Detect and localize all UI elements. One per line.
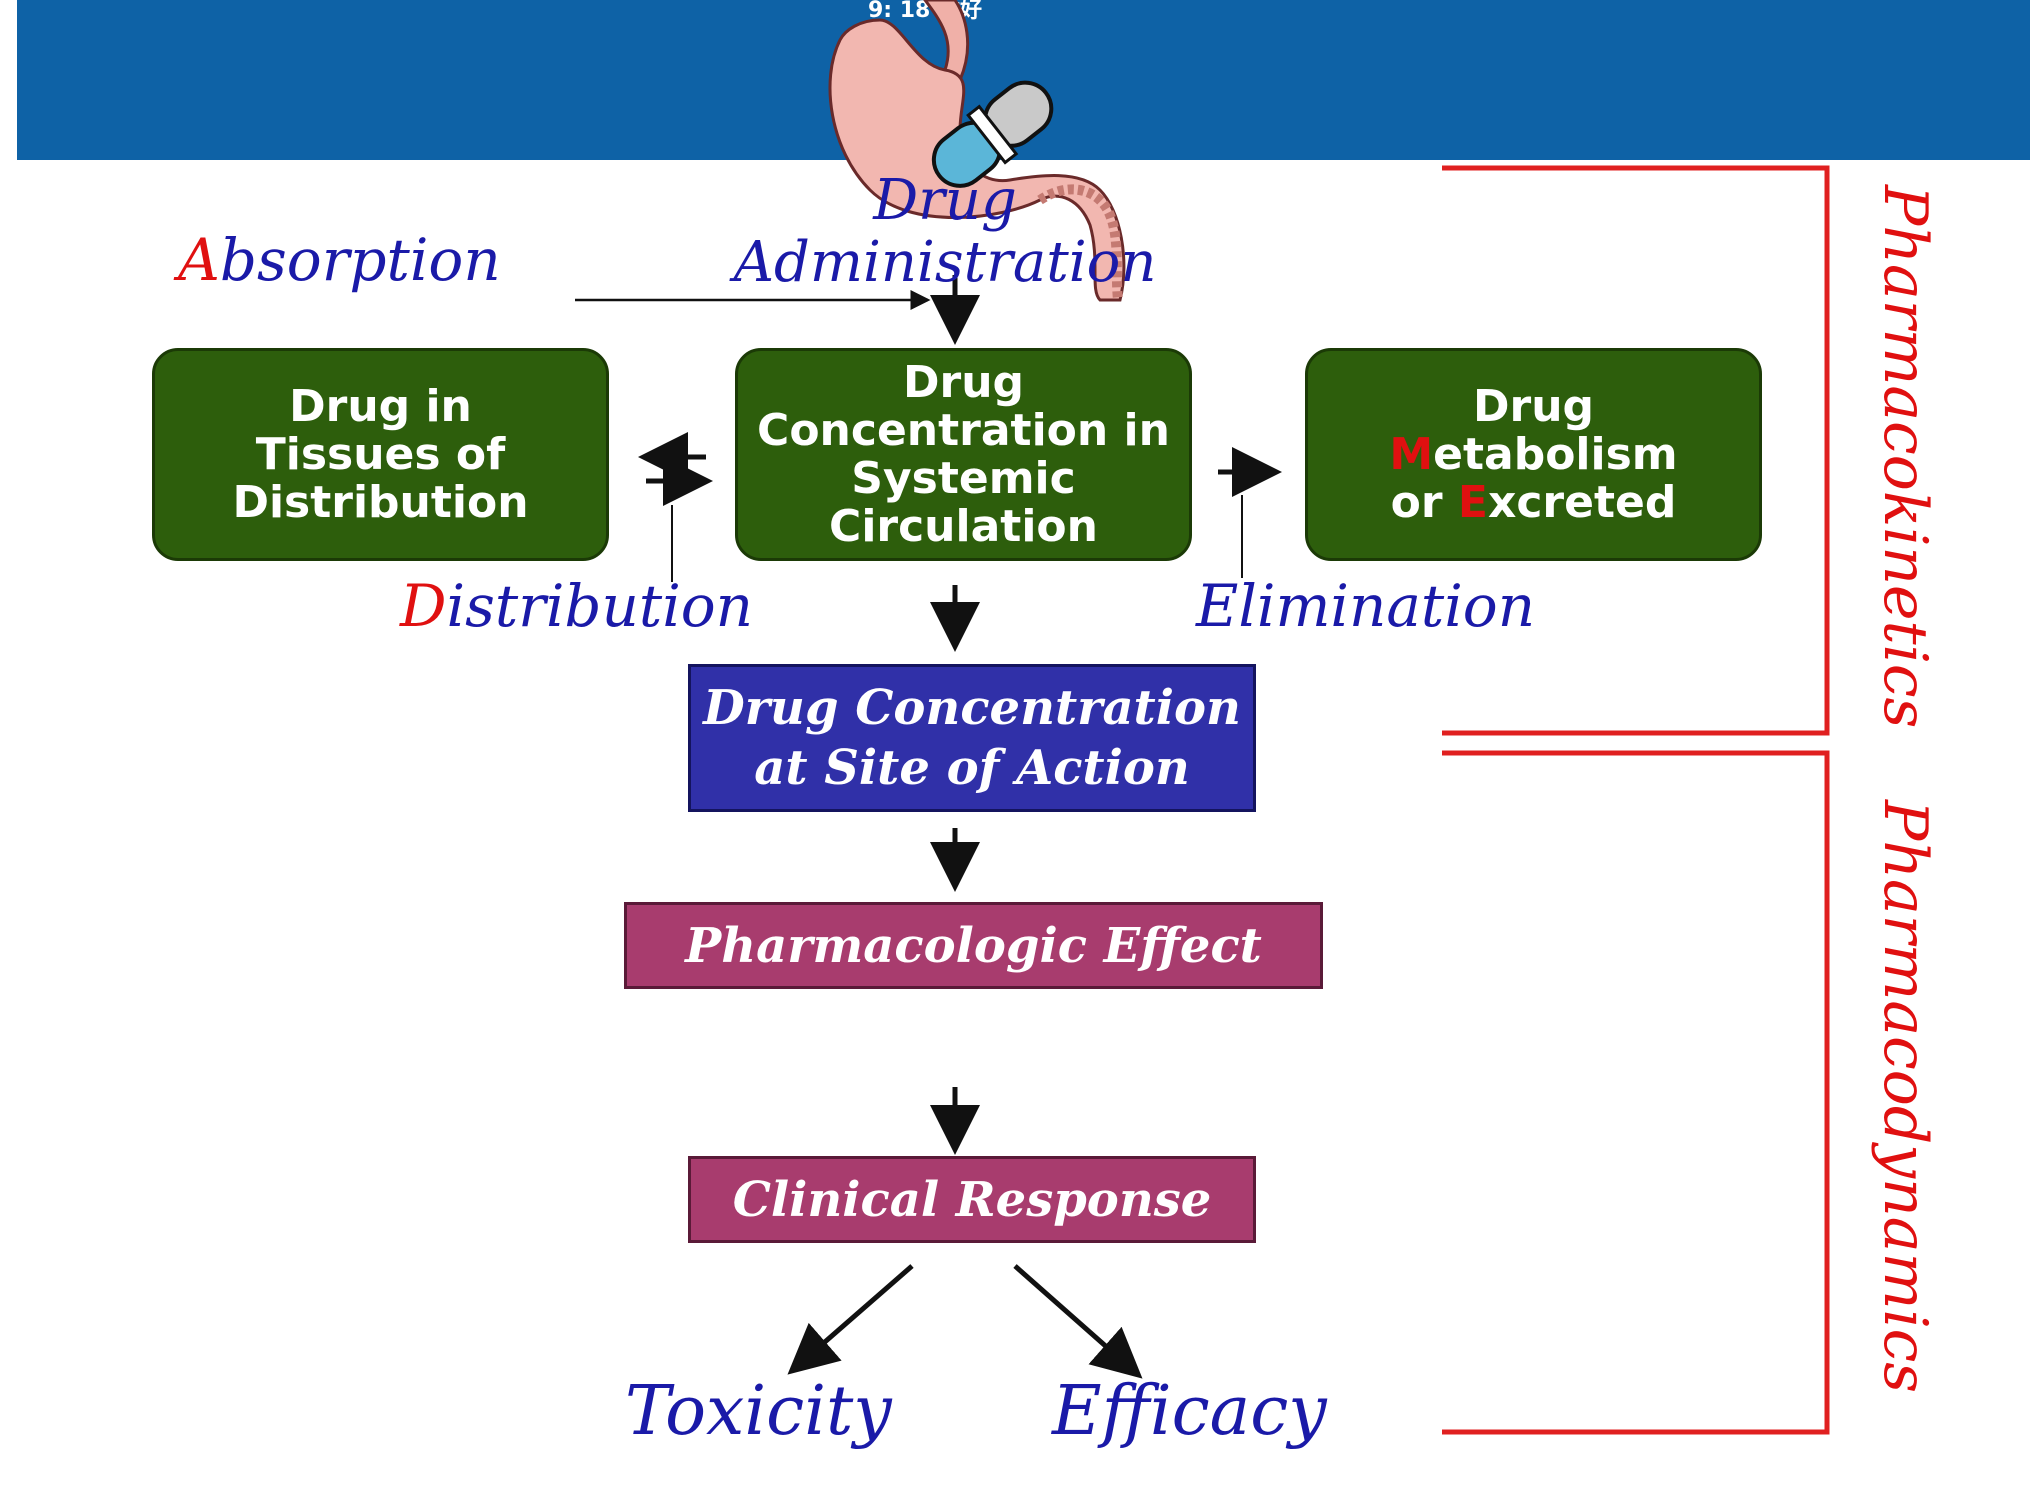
pharmacologic-effect-box: Pharmacologic Effect xyxy=(624,902,1323,989)
pharmacokinetics-bracket xyxy=(1442,165,1830,736)
site-of-action-box: Drug Concentration at Site of Action xyxy=(688,664,1256,812)
pharmacokinetics-label: Pharmacokinetics xyxy=(1870,185,1940,729)
systemic-circulation-box: Drug Concentration in Systemic Circulati… xyxy=(735,348,1192,561)
tissues-distribution-box: Drug in Tissues of Distribution xyxy=(152,348,609,561)
elimination-label: Elimination xyxy=(1196,572,1536,640)
metabolism-excreted-box: Drug Metabolism or Excreted xyxy=(1305,348,1762,561)
pharmacodynamics-bracket xyxy=(1442,750,1830,1435)
efficacy-arrow xyxy=(1013,1264,1143,1379)
efficacy-label: Efficacy xyxy=(1052,1372,1327,1451)
clinical-response-box: Clinical Response xyxy=(688,1156,1256,1243)
capsule-pill xyxy=(931,80,1054,188)
stomach-illustration xyxy=(828,0,1126,302)
toxicity-label: Toxicity xyxy=(625,1372,892,1451)
pharmacodynamics-label: Pharmacodynamics xyxy=(1870,800,1940,1394)
absorption-label: Absorption xyxy=(178,226,501,294)
intestine-coil xyxy=(1037,184,1123,301)
distribution-label: Distribution xyxy=(400,572,754,640)
toxicity-arrow xyxy=(787,1264,914,1375)
drug-administration-label: Drug Administration xyxy=(733,168,1157,295)
stomach-body xyxy=(828,18,1126,302)
